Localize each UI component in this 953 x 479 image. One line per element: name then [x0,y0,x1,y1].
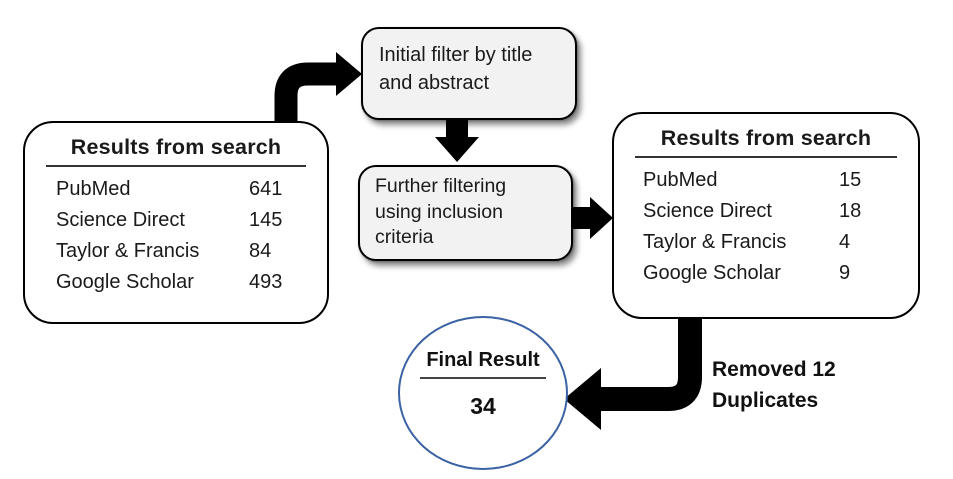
source-label: Taylor & Francis [643,231,787,253]
final-result-value: 34 [470,393,496,419]
count-value: 15 [839,169,862,191]
source-label: PubMed [643,169,718,191]
source-label: PubMed [56,178,131,200]
step2-filter-box: Further filtering using inclusion criter… [358,165,573,261]
right-arrow-icon-step2-to-right-box [573,197,613,239]
count-value: 84 [249,240,272,262]
count-value: 9 [839,262,851,284]
source-label: Science Direct [643,200,772,222]
results-before-title: Results from search [70,135,282,159]
final-result-circle: Final Result 34 [398,316,568,470]
count-value: 18 [839,200,862,222]
final-result-divider [420,377,546,379]
table-row: PubMed 15 [643,165,918,196]
results-before-box: Results from search PubMed 641 Science D… [23,121,329,324]
table-row: Science Direct 18 [643,196,918,227]
count-value: 493 [249,271,283,293]
source-label: Google Scholar [643,262,781,284]
results-after-box: Results from search PubMed 15 Science Di… [612,112,920,319]
annotation-line: Removed 12 [712,358,836,381]
table-row: Science Direct 145 [56,205,327,236]
table-row: PubMed 641 [56,174,327,205]
source-label: Google Scholar [56,271,194,293]
removed-duplicates-annotation: Removed 12 Duplicates [712,354,836,416]
results-after-title: Results from search [660,126,872,150]
final-result-title: Final Result [426,349,540,371]
table-row: Taylor & Francis 84 [56,236,327,267]
table-row: Google Scholar 9 [643,258,918,289]
table-row: Google Scholar 493 [56,267,327,298]
elbow-arrow-icon-right-box-to-circle [564,317,702,430]
down-arrow-icon-step1-to-step2 [435,120,479,162]
title-divider [46,165,306,167]
annotation-line: Duplicates [712,389,819,412]
count-value: 641 [249,178,283,200]
step2-label: Further filtering using inclusion criter… [375,175,507,249]
source-label: Taylor & Francis [56,240,200,262]
step1-filter-box: Initial filter by title and abstract [361,27,577,120]
step1-label: Initial filter by title and abstract [379,44,533,94]
count-value: 4 [839,231,851,253]
source-label: Science Direct [56,209,185,231]
results-after-rows: PubMed 15 Science Direct 18 Taylor & Fra… [614,165,918,289]
elbow-arrow-icon-left-box-to-step1 [274,52,362,123]
title-divider [635,156,897,158]
count-value: 145 [249,209,283,231]
table-row: Taylor & Francis 4 [643,227,918,258]
results-before-rows: PubMed 641 Science Direct 145 Taylor & F… [25,174,327,298]
